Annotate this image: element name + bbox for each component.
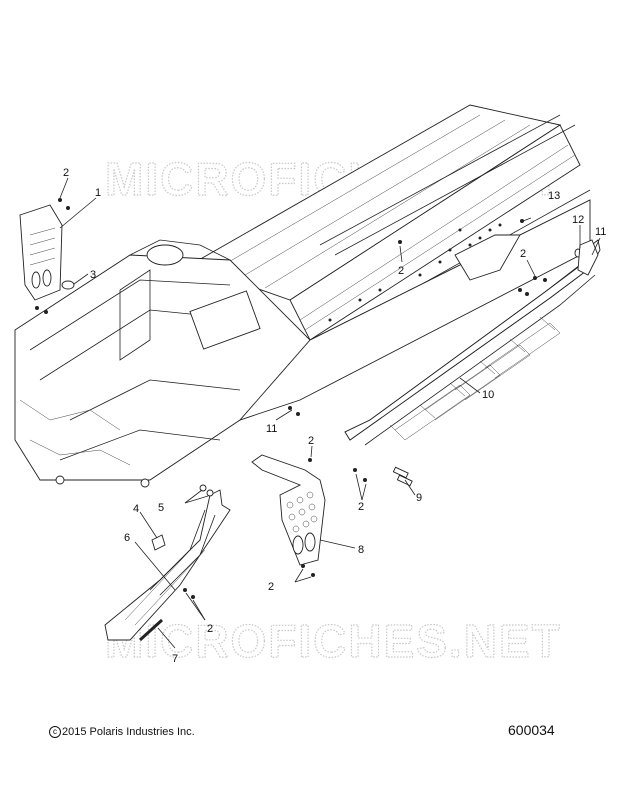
callout-10: 10	[482, 389, 494, 401]
callout-11-frame: 11	[266, 423, 277, 435]
leader-lines	[59, 177, 601, 649]
copyright-icon: c	[49, 726, 61, 738]
callout-1: 1	[95, 187, 101, 199]
callout-6: 6	[124, 532, 130, 544]
callout-12: 12	[572, 214, 584, 226]
callout-8: 8	[358, 544, 364, 556]
callout-2-right: 2	[520, 248, 526, 260]
part-7-rod	[138, 618, 164, 642]
callout-2-mid: 2	[308, 435, 314, 447]
callout-7: 7	[172, 653, 178, 665]
callout-4: 4	[133, 503, 139, 515]
callout-2-lower: 2	[207, 623, 213, 635]
callout-2-guard: 2	[268, 581, 274, 593]
part-3-grommet	[61, 280, 75, 290]
callout-2-board: 2	[358, 501, 364, 513]
watermark-bottom: MICROFICHES.NET	[105, 615, 562, 667]
part-4-clip	[151, 534, 166, 551]
callout-13: 13	[548, 190, 560, 202]
copyright-text: 2015 Polaris Industries Inc.	[62, 726, 195, 738]
callout-11-right: 11	[595, 226, 606, 238]
callout-2-tunnel: 2	[398, 265, 404, 277]
callouts: 2 1 3 2 11 2 13 12 11 2 10 9 2 8 2 4 5 6…	[63, 167, 606, 665]
part-1-front-guard	[19, 204, 63, 301]
callout-2-top-left: 2	[63, 167, 69, 179]
callout-3: 3	[90, 269, 96, 281]
chassis-assembly	[14, 104, 591, 488]
part-8-side-guard	[251, 454, 326, 566]
diagram-id: 600034	[508, 722, 555, 738]
part-9-fastener	[392, 466, 413, 487]
callout-5: 5	[158, 502, 164, 514]
fasteners	[35, 198, 592, 599]
part-6-lower-guard	[104, 484, 231, 641]
callout-9: 9	[416, 492, 422, 504]
part-10-running-board	[344, 239, 601, 446]
